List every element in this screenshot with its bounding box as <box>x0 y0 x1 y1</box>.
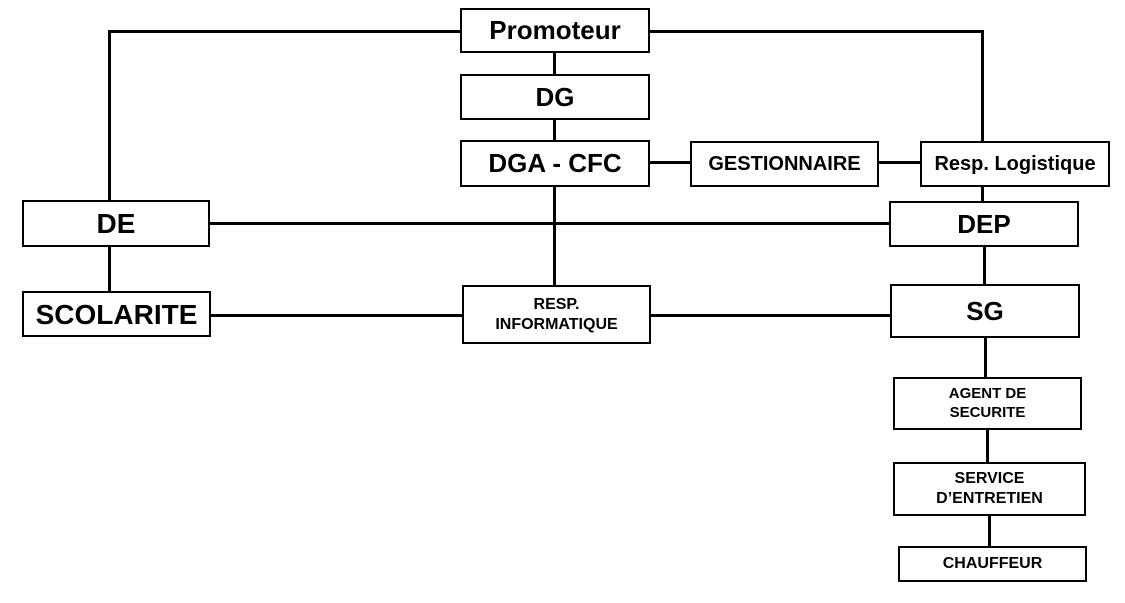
connector-promoteur-resp-logistique-horizontal <box>650 30 984 33</box>
connector-service-entretien-chauffeur <box>988 516 991 546</box>
connector-dga-cfc-resp-informatique <box>553 187 556 285</box>
node-de: DE <box>22 200 210 247</box>
connector-dga-cfc-gestionnaire <box>650 161 690 164</box>
node-chauffeur: CHAUFFEUR <box>898 546 1087 582</box>
connector-resp-logistique-dep <box>981 187 984 201</box>
connector-gestionnaire-resp-logistique <box>879 161 920 164</box>
node-sg: SG <box>890 284 1080 338</box>
node-resp-informatique: RESP. INFORMATIQUE <box>462 285 651 344</box>
connector-promoteur-de-horizontal <box>108 30 460 33</box>
connector-dg-dga-cfc <box>553 120 556 140</box>
node-resp-logistique: Resp. Logistique <box>920 141 1110 187</box>
node-agent-securite: AGENT DE SECURITE <box>893 377 1082 430</box>
connector-promoteur-resp-logistique-vertical <box>981 30 984 141</box>
node-dep: DEP <box>889 201 1079 247</box>
connector-de-dep <box>210 222 889 225</box>
connector-dep-sg <box>983 247 986 284</box>
connector-scolarite-resp-informatique <box>211 314 462 317</box>
node-gestionnaire: GESTIONNAIRE <box>690 141 879 187</box>
connector-sg-agent-securite <box>984 338 987 377</box>
node-service-entretien: SERVICE D’ENTRETIEN <box>893 462 1086 516</box>
connector-resp-informatique-sg <box>651 314 890 317</box>
connector-agent-securite-service-entretien <box>986 430 989 462</box>
node-scolarite: SCOLARITE <box>22 291 211 337</box>
connector-de-scolarite <box>108 247 111 291</box>
connector-promoteur-dg <box>553 53 556 74</box>
node-promoteur: Promoteur <box>460 8 650 53</box>
node-dga-cfc: DGA - CFC <box>460 140 650 187</box>
node-dg: DG <box>460 74 650 120</box>
connector-promoteur-de-vertical <box>108 30 111 200</box>
